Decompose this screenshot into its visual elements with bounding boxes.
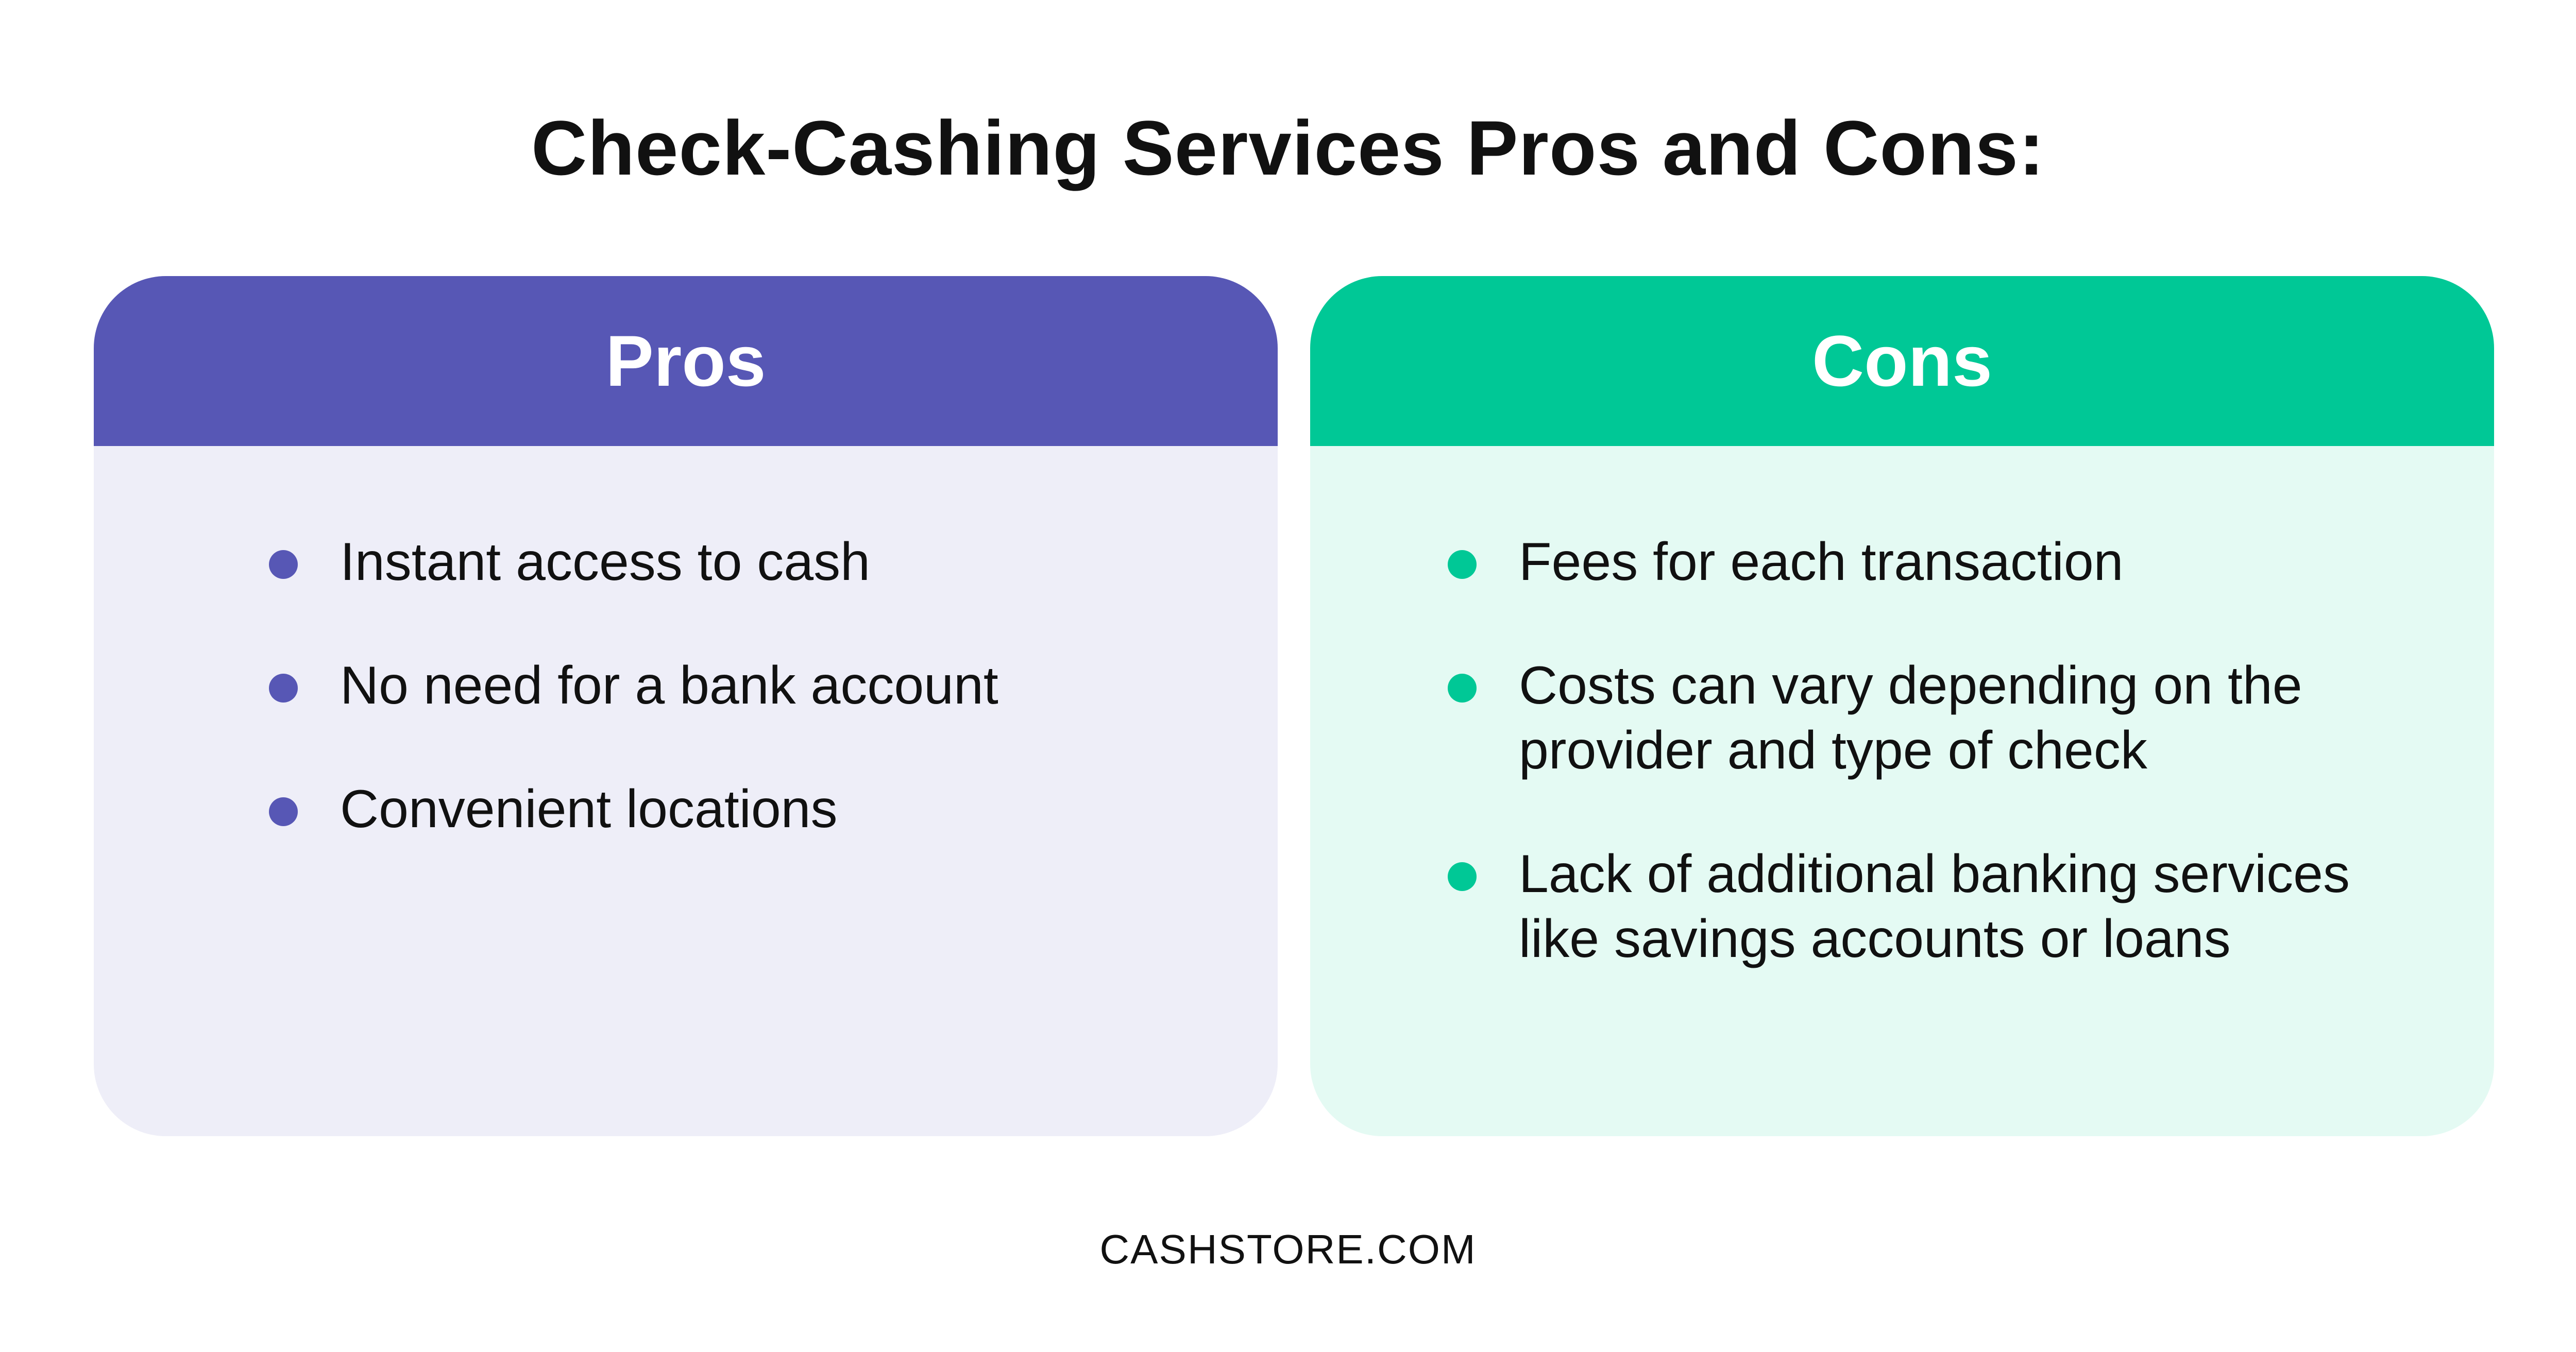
list-item: Costs can vary depending on the provider… [1448,653,2436,783]
list-item-text: No need for a bank account [340,656,998,715]
list-item: Convenient locations [269,777,1216,842]
pros-list: Instant access to cash No need for a ban… [269,529,1216,900]
list-item: No need for a bank account [269,653,1216,718]
bullet-dot-icon [269,674,298,703]
pros-heading: Pros [605,320,766,401]
bullet-dot-icon [269,550,298,579]
list-item-text: Costs can vary depending on the provider… [1519,656,2302,780]
pros-card: Pros Instant access to cash No need for … [94,276,1278,1136]
cons-heading: Cons [1812,320,1992,401]
list-item-text: Instant access to cash [340,532,870,592]
bullet-dot-icon [1448,862,1477,891]
cons-list: Fees for each transaction Costs can vary… [1448,529,2436,1030]
list-item: Fees for each transaction [1448,529,2436,594]
list-item-text: Lack of additional banking services like… [1519,844,2350,969]
list-item-text: Fees for each transaction [1519,532,2124,592]
list-item-text: Convenient locations [340,779,838,839]
cons-card: Cons Fees for each transaction Costs can… [1310,276,2494,1136]
pros-body: Instant access to cash No need for a ban… [94,446,1278,1136]
pros-header: Pros [94,276,1278,446]
site-footer-brand: CASHSTORE.COM [1099,1226,1477,1272]
bullet-dot-icon [1448,550,1477,579]
bullet-dot-icon [1448,674,1477,703]
list-item: Lack of additional banking services like… [1448,842,2436,971]
list-item: Instant access to cash [269,529,1216,594]
bullet-dot-icon [269,797,298,826]
cons-body: Fees for each transaction Costs can vary… [1310,446,2494,1136]
cons-header: Cons [1310,276,2494,446]
page-title: Check-Cashing Services Pros and Cons: [531,105,2045,191]
